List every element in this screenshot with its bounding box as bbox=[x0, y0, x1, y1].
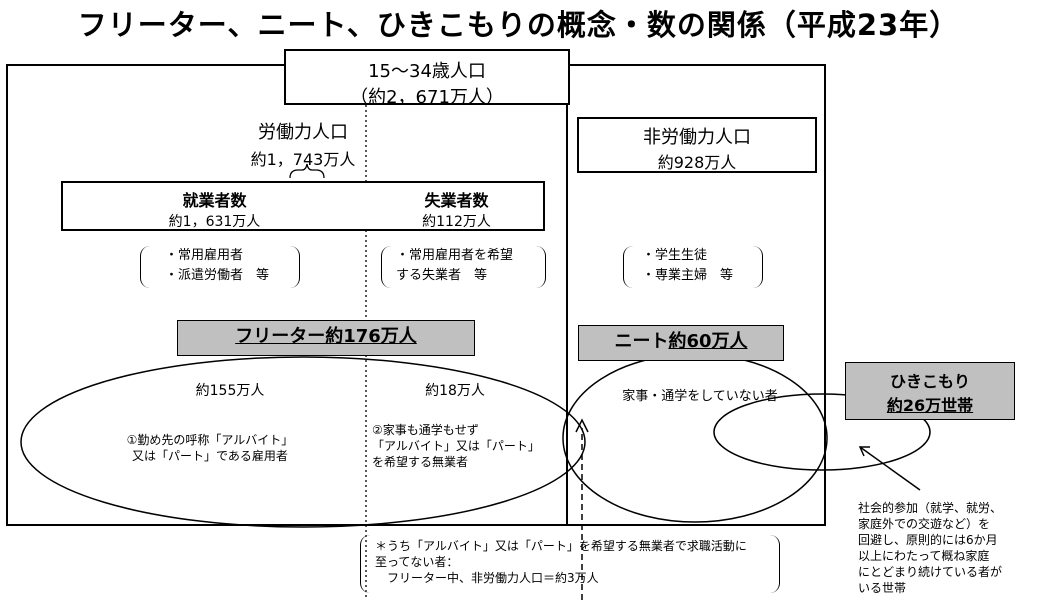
unemployed-cell: 失業者数 約112万人 bbox=[368, 187, 545, 231]
labor-force: 労働力人口 約1，743万人 bbox=[198, 118, 408, 170]
hikikomori-definition-line-6: いる世帯 bbox=[858, 581, 907, 595]
employed-example-1: ・常用雇用者 bbox=[165, 248, 244, 263]
employed-example-2: ・派遣労働者 等 bbox=[165, 268, 270, 283]
non-labor-example-2: ・専業主婦 等 bbox=[642, 268, 734, 283]
non-labor-force-value: 約928万人 bbox=[657, 153, 737, 172]
hikikomori-definition-line-1: 社会的参加（就学、就労、 bbox=[858, 501, 1003, 515]
freeter-box: フリーター約176万人 bbox=[177, 320, 475, 356]
neet-description: 家事・通学をしていない者 bbox=[622, 389, 778, 404]
hikikomori-box: ひきこもり 約26万世帯 bbox=[845, 362, 1015, 420]
hikikomori-ellipse bbox=[713, 393, 931, 471]
freeter-definition-1-line-2: 又は「パート」である雇用者 bbox=[132, 449, 288, 463]
hikikomori-definition: 社会的参加（就学、就労、 家庭外での交遊など）を 回避し、原則的には6か月 以上… bbox=[858, 500, 1034, 596]
footnote: ＊うち「アルバイト」又は「パート」を希望する無業者で求職活動に 至ってない者： … bbox=[360, 535, 780, 593]
neet-prefix: ニート bbox=[614, 331, 669, 352]
unemployed-value: 約112万人 bbox=[422, 214, 491, 230]
non-labor-example-1: ・学生生徒 bbox=[642, 248, 708, 263]
population-box: 15～34歳人口 （約2，671万人） bbox=[284, 49, 570, 108]
neet-ellipse bbox=[562, 353, 828, 523]
freeter-prefix: フリーター bbox=[235, 326, 326, 347]
non-labor-examples: ・学生生徒 ・専業主婦 等 bbox=[623, 246, 763, 288]
freeter-definition-2: ②家事も通学もせず 「アルバイト」又は「パート」 を希望する無業者 bbox=[372, 422, 572, 470]
footnote-line-3: フリーター中、非労働力人口＝約3万人 bbox=[375, 571, 599, 585]
hikikomori-definition-line-2: 家庭外での交遊など）を bbox=[858, 517, 991, 531]
population-value: （約2，671万人） bbox=[350, 87, 504, 108]
employment-box: 就業者数 約1，631万人 失業者数 約112万人 bbox=[61, 181, 545, 231]
freeter-unemployed-count: 約18万人 bbox=[425, 383, 485, 399]
freeter-ellipse bbox=[20, 356, 586, 528]
freeter-definition-1: ①勤め先の呼称「アルバイト」 又は「パート」である雇用者 bbox=[100, 432, 320, 464]
employed-cell: 就業者数 約1，631万人 bbox=[63, 187, 366, 231]
employed-examples: ・常用雇用者 ・派遣労働者 等 bbox=[140, 246, 300, 288]
hikikomori-definition-line-5: にとどまり続けている者が bbox=[858, 565, 1003, 579]
population-label: 15～34歳人口 bbox=[368, 61, 486, 82]
employed-label: 就業者数 bbox=[182, 191, 247, 210]
freeter-definition-2-line-2: 「アルバイト」又は「パート」 bbox=[372, 439, 540, 453]
unemployed-example-2: する失業者 等 bbox=[396, 268, 488, 283]
hikikomori-value: 約26万世帯 bbox=[886, 396, 974, 415]
freeter-value: 約176万人 bbox=[325, 326, 417, 347]
unemployed-label: 失業者数 bbox=[424, 191, 489, 210]
non-labor-force-label: 非労働力人口 bbox=[643, 127, 751, 148]
unemployed-example-1: ・常用雇用者を希望 bbox=[396, 248, 514, 263]
freeter-employed-count: 約155万人 bbox=[195, 383, 265, 399]
hikikomori-definition-line-3: 回避し、原則的には6か月 bbox=[858, 533, 998, 547]
footnote-line-2: 至ってない者： bbox=[375, 555, 459, 569]
page-title: フリーター、ニート、ひきこもりの概念・数の関係（平成23年） bbox=[77, 8, 960, 42]
labor-force-label: 労働力人口 bbox=[258, 122, 348, 143]
freeter-definition-1-line-1: ①勤め先の呼称「アルバイト」 bbox=[126, 433, 294, 447]
footnote-line-1: ＊うち「アルバイト」又は「パート」を希望する無業者で求職活動に bbox=[375, 539, 747, 553]
hikikomori-definition-line-4: 以上にわたって概ね家庭 bbox=[858, 549, 990, 563]
labor-force-value: 約1，743万人 bbox=[250, 150, 356, 169]
unemployed-examples: ・常用雇用者を希望 する失業者 等 bbox=[381, 246, 546, 288]
employed-value: 約1，631万人 bbox=[168, 214, 261, 230]
neet-value: 約60万人 bbox=[668, 331, 748, 352]
non-labor-force-box: 非労働力人口 約928万人 bbox=[577, 117, 817, 173]
neet-box: ニート約60万人 bbox=[578, 325, 784, 361]
hikikomori-label: ひきこもり bbox=[889, 372, 970, 391]
freeter-definition-2-line-3: を希望する無業者 bbox=[372, 455, 469, 469]
freeter-definition-2-line-1: ②家事も通学もせず bbox=[372, 423, 479, 437]
